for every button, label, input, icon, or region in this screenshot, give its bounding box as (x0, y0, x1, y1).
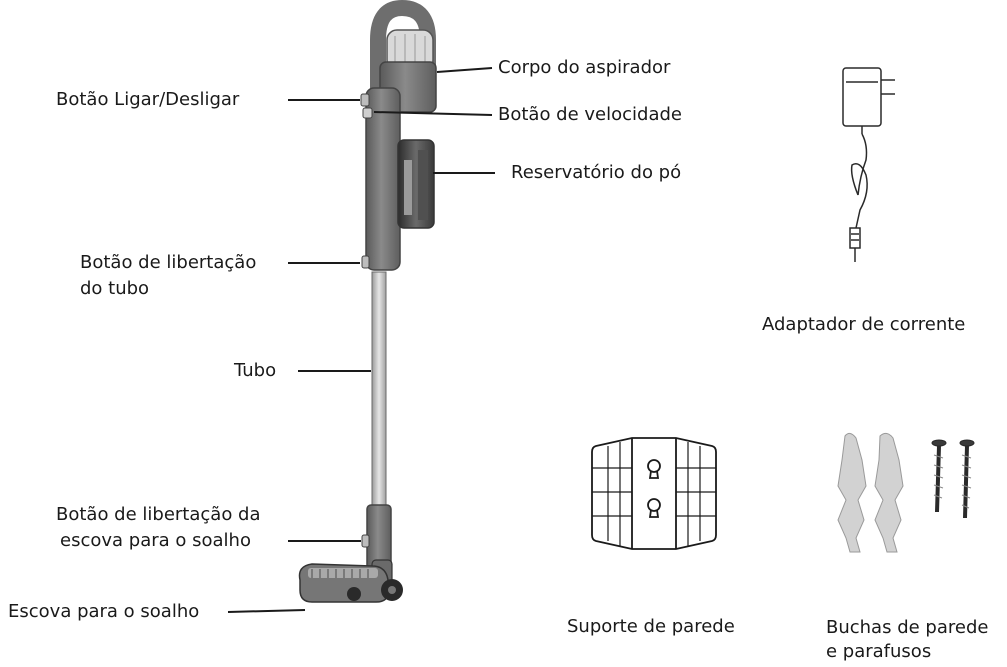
leader-lines (227, 67, 495, 613)
label-wall-mount: Suporte de parede (567, 616, 735, 637)
label-adapter: Adaptador de corrente (762, 314, 966, 335)
label-dust-container: Reservatório do pó (511, 162, 682, 183)
label-brush-release-line1: Botão de libertação da (56, 504, 261, 525)
label-anchors-line1: Buchas de parede (826, 617, 989, 638)
label-tube-release: Botão de libertação do tubo (80, 251, 256, 300)
label-body: Corpo do aspirador (498, 57, 671, 78)
anchors-screws-illustration (837, 432, 975, 553)
wall-mount-illustration (591, 437, 717, 550)
label-tube-release-line2: do tubo (80, 278, 150, 299)
label-speed-button: Botão de velocidade (498, 104, 682, 125)
vacuum-cleaner-illustration (298, 0, 437, 603)
label-tube-release-line1: Botão de libertação (80, 252, 257, 273)
power-adapter-illustration (842, 67, 895, 262)
label-floor-brush: Escova para o soalho (8, 601, 200, 622)
label-anchors-screws: Buchas de parede e parafusos (826, 616, 988, 663)
label-brush-release: Botão de libertação da escova para o soa… (56, 503, 261, 552)
label-anchors-line2: e parafusos (826, 641, 932, 662)
label-power-button: Botão Ligar/Desligar (56, 89, 240, 110)
label-brush-release-line2: escova para o soalho (60, 530, 251, 551)
label-tube: Tubo (234, 360, 277, 381)
